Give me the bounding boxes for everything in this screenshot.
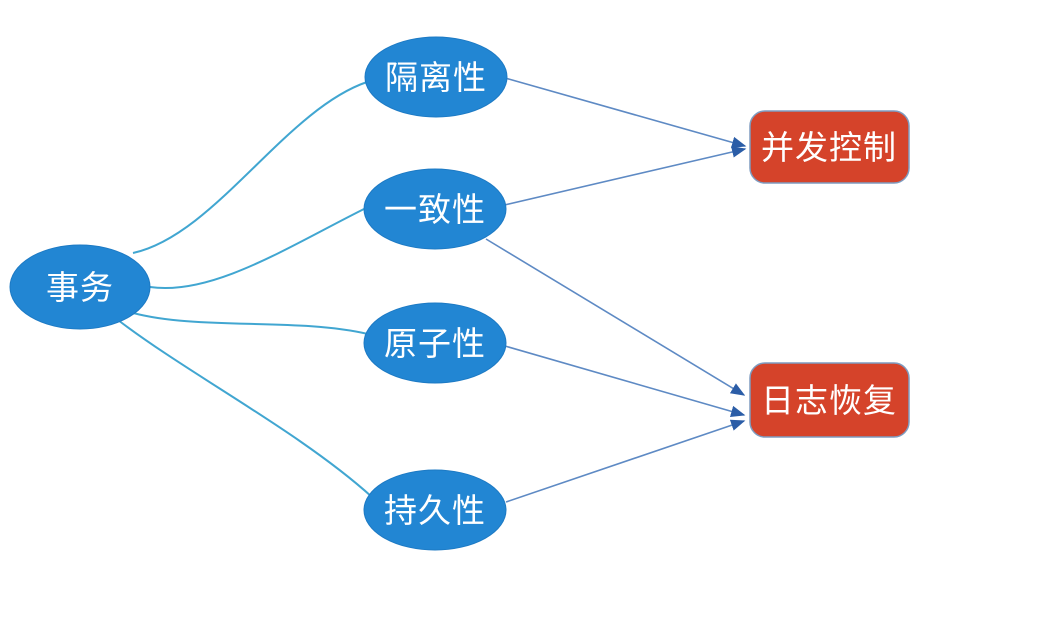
- transaction-ellipse: [9, 244, 151, 330]
- edge-transaction-atomicity: [116, 307, 369, 335]
- edge-durability-log-recovery: [505, 419, 746, 503]
- edge-transaction-durability: [117, 319, 373, 498]
- edge-atomicity-log-recovery: [504, 345, 746, 417]
- edge-consistency-concurrency-control: [499, 146, 747, 207]
- log-recovery-label: 日志恢复: [761, 382, 897, 419]
- isolation-label: 隔离性: [385, 59, 487, 96]
- node-durability: 持久性: [363, 469, 507, 551]
- node-log-recovery: 日志恢复: [749, 362, 910, 438]
- edge-layer: [116, 77, 747, 503]
- consistency-label: 一致性: [384, 191, 486, 228]
- atomicity-label: 原子性: [384, 325, 486, 362]
- concurrency-control-label: 并发控制: [761, 129, 897, 166]
- consistency-ellipse: [363, 168, 507, 250]
- transaction-label: 事务: [46, 269, 114, 306]
- node-concurrency-control: 并发控制: [749, 110, 910, 184]
- node-transaction: 事务: [9, 244, 151, 330]
- atomicity-ellipse: [363, 302, 507, 384]
- edge-isolation-concurrency-control: [504, 77, 747, 149]
- durability-ellipse: [363, 469, 507, 551]
- edge-transaction-isolation: [132, 81, 368, 254]
- edge-transaction-consistency: [149, 208, 365, 290]
- concurrency-control-box: [749, 110, 910, 184]
- durability-label: 持久性: [384, 492, 486, 529]
- edge-consistency-log-recovery: [485, 238, 746, 396]
- isolation-ellipse: [364, 36, 508, 118]
- node-isolation: 隔离性: [364, 36, 508, 118]
- node-consistency: 一致性: [363, 168, 507, 250]
- log-recovery-box: [749, 362, 910, 438]
- node-atomicity: 原子性: [363, 302, 507, 384]
